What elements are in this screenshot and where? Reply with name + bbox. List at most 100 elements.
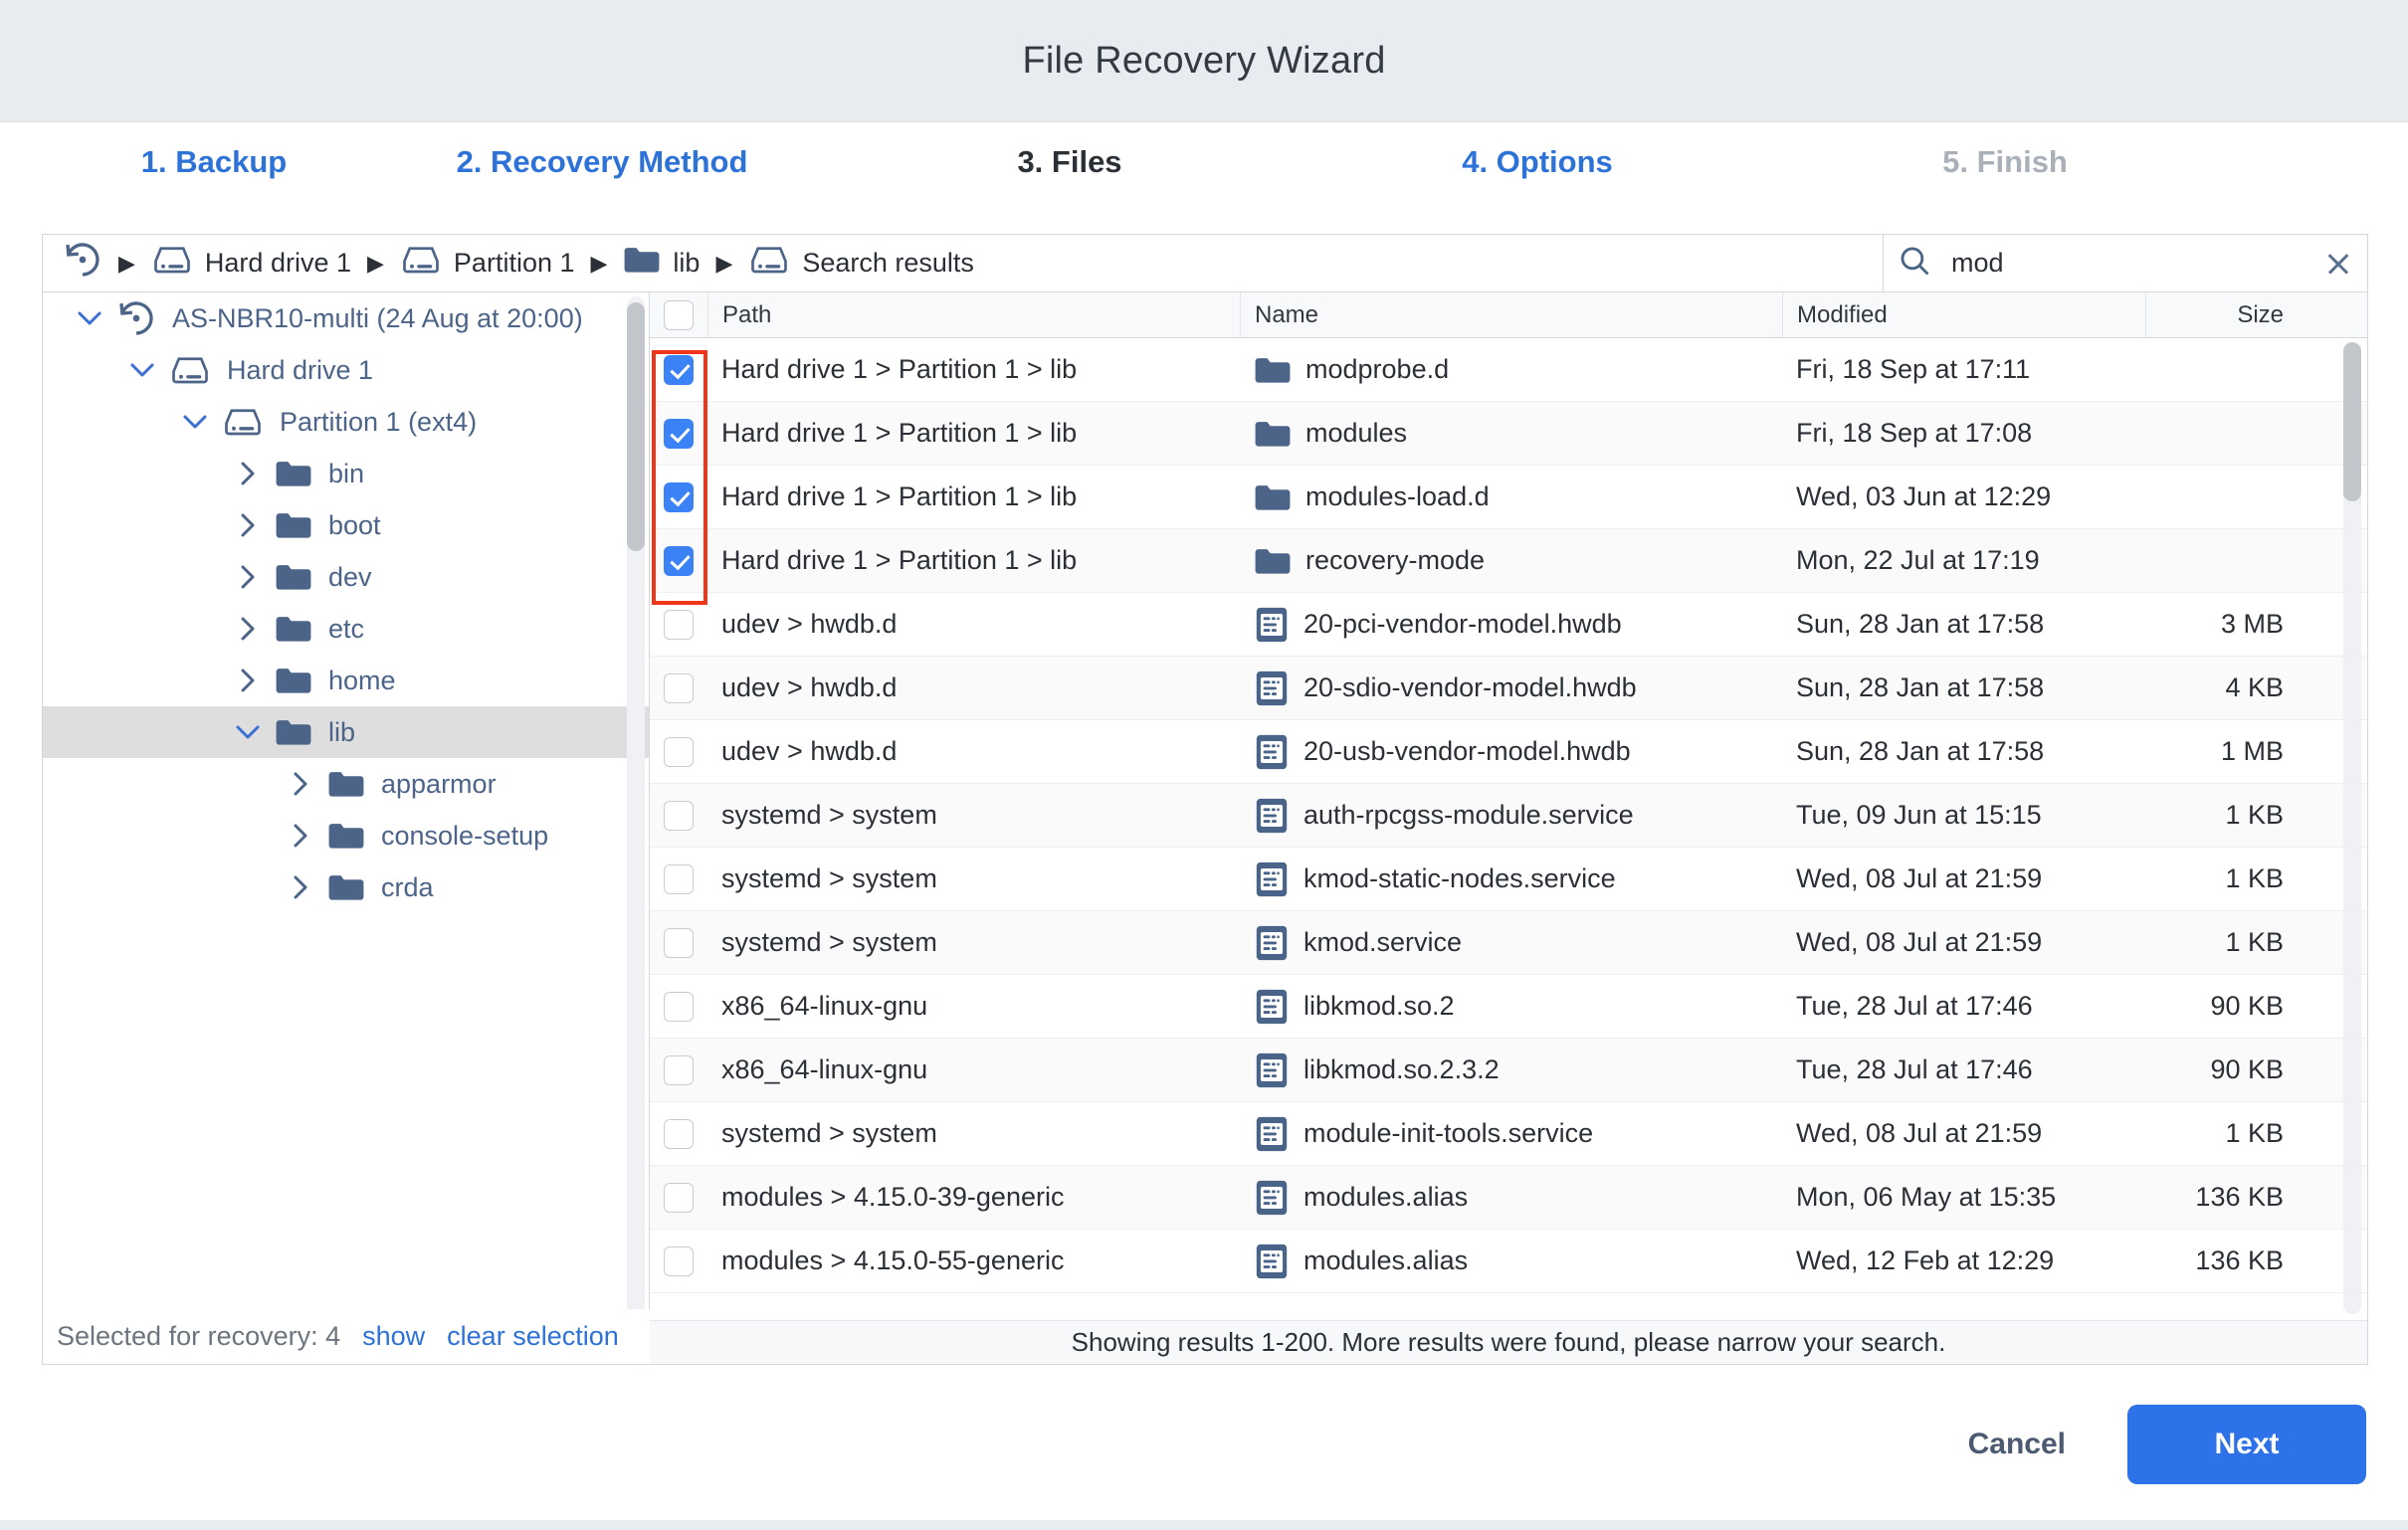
row-checkbox[interactable]: [664, 1182, 694, 1213]
row-checkbox[interactable]: [664, 927, 694, 958]
row-checkbox[interactable]: [664, 800, 694, 831]
row-checkbox-cell[interactable]: [650, 863, 707, 894]
row-checkbox-cell[interactable]: [650, 1182, 707, 1213]
chevron-right-icon[interactable]: [231, 457, 265, 490]
tree-item-crda[interactable]: crda: [43, 861, 649, 913]
select-all-cell[interactable]: [650, 299, 707, 330]
chevron-right-icon[interactable]: [231, 664, 265, 697]
row-checkbox[interactable]: [664, 672, 694, 703]
column-header-size[interactable]: Size: [2145, 291, 2300, 338]
breadcrumb-item-lib[interactable]: lib: [617, 244, 705, 283]
show-selection-link[interactable]: show: [362, 1321, 426, 1351]
chevron-right-icon[interactable]: [284, 767, 317, 801]
search-input[interactable]: [1949, 247, 2306, 280]
tree-item-etc[interactable]: etc: [43, 603, 649, 655]
breadcrumb-item-restore-point[interactable]: [57, 240, 108, 287]
row-checkbox-cell[interactable]: [650, 354, 707, 385]
chevron-down-icon[interactable]: [73, 301, 106, 335]
next-button[interactable]: Next: [2127, 1405, 2366, 1484]
row-checkbox-cell[interactable]: [650, 991, 707, 1022]
breadcrumb-item-search-results[interactable]: Search results: [742, 243, 980, 284]
row-checkbox-cell[interactable]: [650, 609, 707, 640]
close-icon[interactable]: [2323, 249, 2353, 279]
results-scrollbar-thumb[interactable]: [2343, 342, 2361, 501]
tree-scrollbar-thumb[interactable]: [627, 302, 645, 551]
row-checkbox-cell[interactable]: [650, 418, 707, 449]
tree-item-home[interactable]: home: [43, 655, 649, 706]
row-checkbox-cell[interactable]: [650, 1118, 707, 1149]
column-header-name[interactable]: Name: [1240, 291, 1782, 338]
column-header-path[interactable]: Path: [707, 291, 1240, 338]
folder-icon: [275, 509, 312, 541]
chevron-down-icon[interactable]: [125, 353, 159, 387]
row-checkbox[interactable]: [664, 1245, 694, 1276]
step-backup[interactable]: 1. Backup: [140, 144, 288, 179]
row-checkbox-cell[interactable]: [650, 545, 707, 576]
row-checkbox-cell[interactable]: [650, 927, 707, 958]
cancel-button[interactable]: Cancel: [1950, 1418, 2084, 1471]
row-checkbox-cell[interactable]: [650, 736, 707, 767]
row-checkbox[interactable]: [664, 991, 694, 1022]
chevron-right-icon[interactable]: [231, 508, 265, 542]
row-checkbox[interactable]: [664, 736, 694, 767]
select-all-checkbox[interactable]: [664, 299, 694, 330]
step-files[interactable]: 3. Files: [1017, 144, 1122, 179]
step-options[interactable]: 4. Options: [1462, 144, 1613, 179]
breadcrumb-item-hard-drive-1[interactable]: Hard drive 1: [145, 243, 357, 284]
tree-item-as-nbr10-multi-24-aug-at-20-00[interactable]: AS-NBR10-multi (24 Aug at 20:00): [43, 292, 649, 344]
tree-vertical-scrollbar[interactable]: [627, 296, 645, 1360]
row-checkbox[interactable]: [664, 863, 694, 894]
cell-name: 20-usb-vendor-model.hwdb: [1240, 733, 1782, 771]
tree-item-lib[interactable]: lib: [43, 706, 649, 758]
row-checkbox[interactable]: [664, 418, 694, 449]
row-checkbox[interactable]: [664, 1054, 694, 1085]
row-checkbox[interactable]: [664, 481, 694, 512]
row-checkbox-cell[interactable]: [650, 481, 707, 512]
row-checkbox[interactable]: [664, 545, 694, 576]
breadcrumb-item-partition-1[interactable]: Partition 1: [394, 243, 581, 284]
results-vertical-scrollbar[interactable]: [2343, 342, 2361, 1314]
cell-name-label: recovery-mode: [1305, 545, 1486, 575]
row-checkbox-cell[interactable]: [650, 1245, 707, 1276]
search-box[interactable]: [1883, 235, 2367, 291]
row-checkbox-cell[interactable]: [650, 800, 707, 831]
chevron-right-icon[interactable]: [231, 560, 265, 594]
cell-name-label: libkmod.so.2.3.2: [1304, 1054, 1500, 1084]
chevron-down-icon[interactable]: [231, 715, 265, 749]
row-checkbox-cell[interactable]: [650, 1054, 707, 1085]
tree-item-bin[interactable]: bin: [43, 448, 649, 499]
tree-item-boot[interactable]: boot: [43, 499, 649, 551]
row-checkbox[interactable]: [664, 609, 694, 640]
clear-selection-link[interactable]: clear selection: [447, 1321, 619, 1351]
step-recovery-method[interactable]: 2. Recovery Method: [456, 144, 748, 179]
tree-item-hard-drive-1[interactable]: Hard drive 1: [43, 344, 649, 396]
chevron-right-icon[interactable]: [284, 819, 317, 853]
tree-item-console-setup[interactable]: console-setup: [43, 810, 649, 861]
column-header-modified[interactable]: Modified: [1782, 291, 2145, 338]
row-checkbox-cell[interactable]: [650, 672, 707, 703]
chevron-down-icon[interactable]: [178, 405, 212, 439]
tree-item-partition-1-ext4[interactable]: Partition 1 (ext4): [43, 396, 649, 448]
row-checkbox[interactable]: [664, 1118, 694, 1149]
tree-item-apparmor[interactable]: apparmor: [43, 758, 649, 810]
tree-item-dev[interactable]: dev: [43, 551, 649, 603]
chevron-right-icon[interactable]: [231, 612, 265, 646]
chevron-right-icon[interactable]: [284, 870, 317, 904]
row-checkbox[interactable]: [664, 354, 694, 385]
